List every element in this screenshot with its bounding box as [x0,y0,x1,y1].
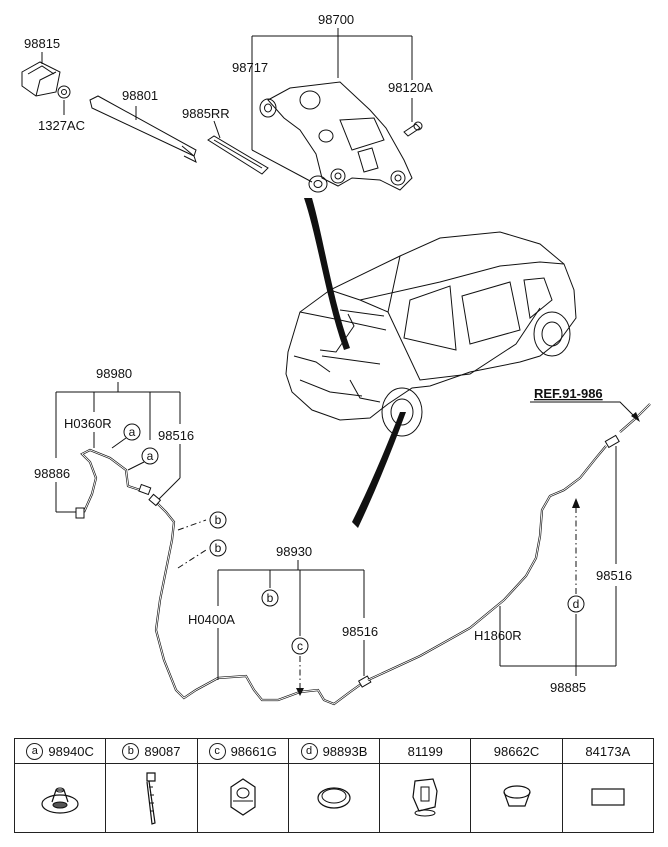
clip-marker-b-2-label: b [215,541,222,555]
part-image-89087 [105,763,198,833]
parts-table-header-b: b 89087 [105,738,198,764]
parts-table: a 98940C b 89087 c 98661G d 98893B 81199 986… [13,738,655,833]
grommet-d-icon [317,786,351,809]
marker-circle-c: c [208,743,226,760]
clip-marker-c-1 [291,637,309,655]
part-image-98662C [470,763,563,833]
part-image-98893B [287,763,381,833]
clip-a-icon [41,787,79,814]
wiper-blade-drawing [207,135,269,175]
clip-marker-b-1 [209,511,227,529]
grommet-drawing [308,175,328,193]
clip-marker-b-3-label: b [267,591,274,605]
callout-9885RR: 9885RR [182,106,230,121]
clip-marker-b-1-label: b [215,513,222,527]
hose-clip-c-icon [230,777,256,816]
callout-98516-right: 98516 [596,568,632,583]
parts-table-header-c: c 98661G [196,738,289,764]
callout-98930: 98930 [276,544,312,559]
clip-marker-a-2-label: a [147,449,154,463]
clip-marker-a-1-label: a [129,425,136,439]
clip-marker-a-1 [123,423,141,441]
part-image-84173A [561,763,655,833]
car-drawing [285,231,577,437]
callout-98886: 98886 [34,466,70,481]
callout-98885: 98885 [550,680,586,695]
parts-table-header-a: a 98940C [13,738,107,764]
parts-table-header-84173A: 84173A [561,738,655,764]
part-number-98940C: 98940C [48,744,94,759]
clip-marker-d-1-label: d [573,597,580,611]
callout-98717: 98717 [232,60,268,75]
part-number-98662C: 98662C [493,743,540,759]
part-image-98661G [196,763,289,833]
marker-circle-b: b [122,743,140,760]
clip-marker-b-3 [261,589,279,607]
joint-connector-left [138,483,152,496]
callout-98801: 98801 [122,88,158,103]
callout-98980: 98980 [96,366,132,381]
callout-98516-left: 98516 [158,428,194,443]
part-number-81199: 81199 [407,743,443,759]
parts-table-image-row [13,763,655,833]
parts-table-header-81199: 81199 [379,738,472,764]
joint-connector-right [604,434,620,449]
clip-marker-b-2 [209,539,227,557]
wiper-arm-drawing [89,95,197,163]
clip-81199-icon [412,777,438,816]
wiper-motor-drawing [259,81,413,191]
parts-table-header-d: d 98893B [287,738,381,764]
callout-98700: 98700 [318,12,354,27]
parts-table-header-row: a 98940C b 89087 c 98661G d 98893B 81199 986… [13,738,655,764]
part-number-98893B: 98893B [322,744,368,759]
part-number-98661G: 98661G [230,744,277,759]
part-number-89087: 89087 [144,744,181,759]
nozzle-connector [75,507,85,519]
callout-H0360R: H0360R [64,416,112,431]
bolt-drawing [403,121,423,137]
marker-circle-d: d [300,743,318,760]
pad-84173A-icon [591,787,625,806]
marker-circle-a: a [26,743,44,760]
cap-98662C-icon [502,784,531,807]
parts-table-header-98662C: 98662C [470,738,563,764]
callout-ref-91-986: REF.91-986 [534,386,603,401]
callout-98815: 98815 [24,36,60,51]
clip-marker-c-1-label: c [297,639,303,653]
part-image-81199 [379,763,472,833]
part-number-84173A: 84173A [585,743,631,759]
joint-connector-upper [148,493,162,507]
callout-98120A: 98120A [388,80,433,95]
cable-tie-icon [146,771,157,825]
part-image-98940C [13,763,107,833]
callout-H1860R: H1860R [474,628,522,643]
wiper-cap-drawing [21,61,61,97]
nut-drawing [57,85,71,99]
clip-marker-a-2 [141,447,159,465]
clip-marker-d-1 [567,595,585,613]
callout-98516-mid: 98516 [342,624,378,639]
callout-H0400A: H0400A [188,612,235,627]
callout-1327AC: 1327AC [38,118,85,133]
